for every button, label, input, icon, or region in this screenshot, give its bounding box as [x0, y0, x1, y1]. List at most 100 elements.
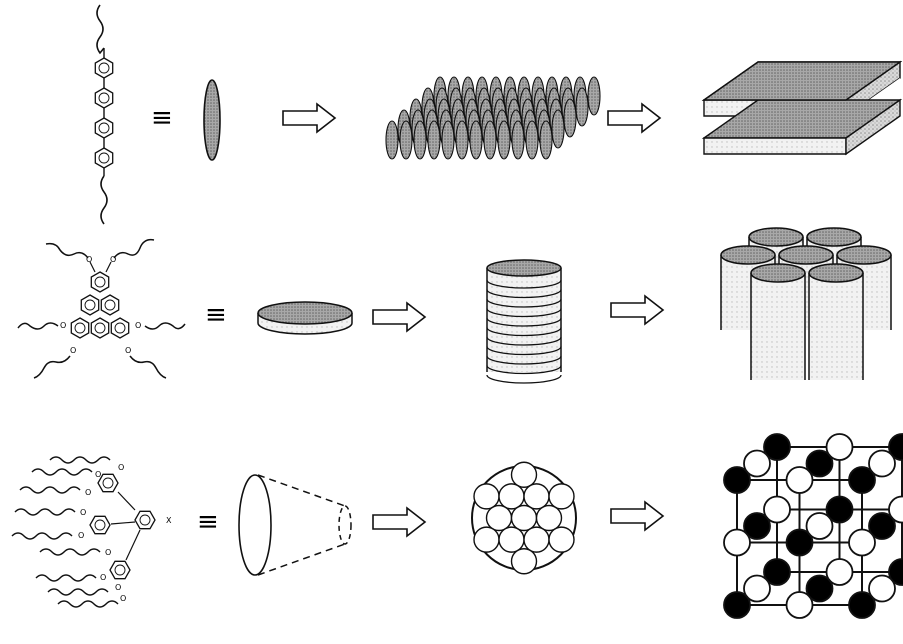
oxygen-atom-label: O — [100, 573, 106, 582]
disc-edge — [486, 279, 562, 289]
disc-edge — [486, 336, 562, 346]
packed-circle — [510, 548, 538, 575]
disc-edge — [486, 365, 562, 375]
dendron-molecule: X O O O O O O O O O — [11, 456, 172, 608]
oxygen-atom-label: O — [110, 255, 116, 264]
lattice-sphere-dark — [848, 591, 876, 619]
lattice-sphere-light — [785, 466, 814, 494]
equivalence-symbol: ≡ — [205, 300, 227, 330]
oxygen-atom-label: O — [85, 488, 91, 497]
alkyl-tail — [49, 456, 111, 464]
disc-edge — [486, 317, 562, 327]
ellipsoid-building-block — [203, 79, 221, 161]
lattice-sphere-dark — [785, 528, 814, 557]
ellipsoid-unit — [399, 120, 413, 160]
lamellar-slabs — [701, 60, 903, 156]
ellipsoid-unit — [587, 76, 601, 116]
arrow-icon — [610, 501, 664, 531]
packed-circle — [523, 483, 550, 510]
arrow-icon — [372, 507, 426, 537]
packed-circle — [498, 526, 525, 553]
oxygen-atom-label: O — [80, 508, 86, 517]
ellipsoid-unit — [511, 120, 525, 160]
oxygen-atom-label: O — [105, 548, 111, 557]
lattice-sphere-dark — [743, 512, 771, 540]
oxygen-atom-label: O — [118, 463, 124, 472]
arrow-icon — [607, 103, 661, 133]
lattice-sphere-light — [888, 495, 903, 524]
lattice-sphere-light — [868, 449, 896, 478]
ellipsoid-unit — [551, 109, 565, 149]
ellipsoid-unit — [385, 120, 399, 160]
oxygen-atom-label: O — [60, 321, 66, 330]
column-cylinder — [808, 263, 864, 380]
equivalence-symbol: ≡ — [151, 103, 173, 133]
oxygen-atom-label: O — [125, 346, 131, 355]
lattice-sphere-light — [825, 558, 854, 586]
focal-group-label: X — [166, 516, 172, 525]
lattice-sphere-light — [848, 528, 876, 557]
oxygen-atom-label: O — [78, 531, 84, 540]
lattice-sphere-dark — [825, 495, 854, 524]
packed-circle — [473, 526, 500, 553]
lattice-sphere-light — [723, 528, 751, 557]
row-calamitic: ≡ — [94, 4, 903, 225]
layered-ellipsoid-array — [385, 76, 601, 160]
alkyl-tail — [35, 574, 97, 582]
lattice-sphere-light — [743, 449, 771, 478]
ellipsoid-unit — [575, 87, 589, 127]
lattice-sphere-dark — [848, 466, 876, 494]
ellipsoid-unit — [563, 98, 577, 138]
packed-circle — [510, 461, 538, 488]
alkyl-tail — [57, 600, 119, 608]
disc-top — [486, 259, 562, 277]
ellipsoid-unit — [469, 120, 483, 160]
lattice-sphere-dark — [805, 574, 834, 603]
alkyl-tail — [31, 468, 93, 476]
hexagonal-columnar-cylinders — [720, 227, 892, 380]
arrow-icon — [372, 302, 426, 332]
ellipsoid-unit — [483, 120, 497, 160]
lattice-sphere-dark — [763, 433, 791, 461]
ellipsoid-unit — [497, 120, 511, 160]
alkyl-tail — [39, 548, 101, 556]
disc-edge — [486, 298, 562, 308]
column-cylinder — [750, 263, 806, 380]
triphenylene-molecule: O O O O O O — [17, 238, 186, 379]
oxygen-atom-label: O — [86, 255, 92, 264]
ellipsoid-unit — [413, 120, 427, 160]
lattice-sphere-light — [763, 495, 791, 524]
packed-circle — [548, 526, 575, 553]
row-discotic: O O O O O O ≡ — [17, 227, 892, 384]
alkyl-tail — [11, 532, 73, 540]
packed-circle — [510, 504, 538, 532]
disc-edge — [486, 308, 562, 318]
alkyl-tail — [19, 486, 81, 494]
disc-building-block — [257, 301, 353, 335]
oxygen-atom-label: O — [70, 346, 76, 355]
lattice-sphere-light — [825, 433, 854, 461]
packed-circle — [473, 483, 500, 510]
rod-molecule — [94, 4, 114, 225]
packed-circle — [523, 526, 550, 553]
alkyl-tail — [14, 508, 76, 516]
disc-edge — [486, 355, 562, 365]
packed-sphere-cross-section — [471, 461, 577, 575]
oxygen-atom-label: O — [115, 583, 121, 592]
cubic-sphere-lattice — [723, 433, 903, 619]
lattice-sphere-dark — [868, 512, 896, 540]
ellipsoid-unit — [427, 120, 441, 160]
alkyl-tail — [47, 588, 109, 596]
lattice-sphere-dark — [723, 591, 751, 619]
ellipsoid-unit — [539, 120, 553, 160]
lattice-sphere-dark — [723, 466, 751, 494]
oxygen-atom-label: O — [120, 594, 126, 603]
lattice-sphere-light — [805, 512, 834, 540]
ellipsoid-unit — [441, 120, 455, 160]
lattice-sphere-dark — [888, 558, 903, 586]
lattice-sphere-light — [868, 574, 896, 603]
disc-edge — [486, 374, 562, 384]
disc-edge — [486, 289, 562, 299]
row-dendritic: X O O O O O O O O O ≡ — [11, 433, 903, 619]
